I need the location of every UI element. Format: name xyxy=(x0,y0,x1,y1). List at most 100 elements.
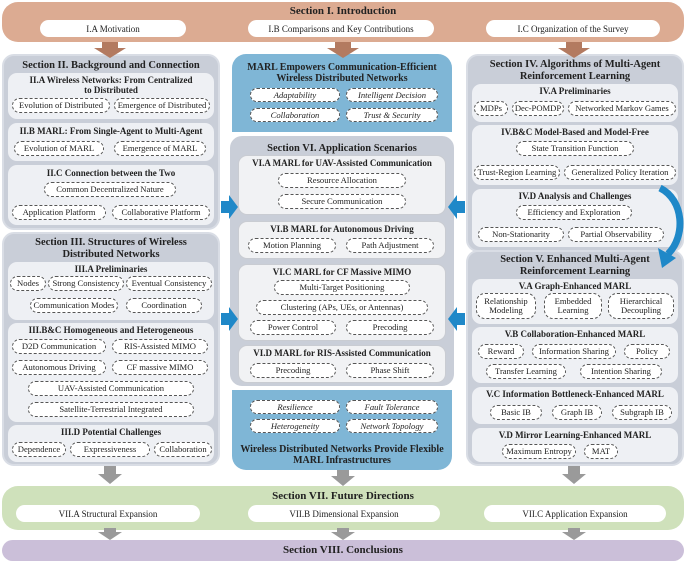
arrow-down-right xyxy=(562,466,586,484)
section3b-title: III.B&C Homogeneous and Heterogeneous xyxy=(28,325,194,335)
item-precoding-6c: Precoding xyxy=(346,320,434,335)
item-precoding-6d: Precoding xyxy=(250,363,336,378)
item-graph-ib: Graph IB xyxy=(552,405,602,420)
intro-item-motivation: I.A Motivation xyxy=(40,20,186,37)
section5a-title: V.A Graph-Enhanced MARL xyxy=(518,281,632,291)
item-trust-region: Trust-Region Learning xyxy=(474,165,560,180)
item-resource-allocation: Resource Allocation xyxy=(278,173,406,188)
item-expressiveness: Expressiveness xyxy=(70,442,150,457)
item-policy: Policy xyxy=(624,344,670,359)
item-communication-modes: Communication Modes xyxy=(30,298,118,313)
item-dependence: Dependence xyxy=(12,442,66,457)
feature-fault-tolerance: Fault Tolerance xyxy=(346,400,438,414)
item-intention-sharing: Intention Sharing xyxy=(580,364,662,379)
feature-heterogeneity: Heterogeneity xyxy=(250,419,340,433)
item-multi-target-positioning: Multi-Target Positioning xyxy=(274,280,410,295)
arrow-down-center xyxy=(331,470,355,486)
section5c-title: V.C Information Bottleneck-Enhanced MARL xyxy=(486,389,664,399)
item-networked-markov-games: Networked Markov Games xyxy=(568,101,676,116)
section5-title-2: Reinforcement Learning xyxy=(519,266,631,277)
item-ris-assisted-mimo: RIS-Assisted MIMO xyxy=(112,339,208,354)
section3d-title: III.D Potential Challenges xyxy=(60,427,162,437)
section2a-title-1: II.A Wireless Networks: From Centralized xyxy=(29,75,193,85)
item-nodes: Nodes xyxy=(10,276,46,291)
item-maximum-entropy: Maximum Entropy xyxy=(502,444,576,459)
intro-item-organization: I.C Organization of the Survey xyxy=(486,20,660,37)
feature-network-topology: Network Topology xyxy=(346,419,438,433)
item-efficiency-exploration: Efficiency and Exploration xyxy=(516,205,632,220)
section5b-title: V.B Collaboration-Enhanced MARL xyxy=(504,329,646,339)
section2-title: Section II. Background and Connection xyxy=(22,60,200,71)
item-path-adjustment: Path Adjustment xyxy=(346,238,434,253)
item-subgraph-ib: Subgraph IB xyxy=(612,405,672,420)
item-collaboration-3d: Collaboration xyxy=(154,442,212,457)
item-collaborative-platform: Collaborative Platform xyxy=(112,205,210,220)
section3-title-2: Distributed Networks xyxy=(62,249,160,260)
item-d2d-communication: D2D Communication xyxy=(12,339,106,354)
feature-trust-security: Trust & Security xyxy=(346,108,438,122)
item-mat: MAT xyxy=(584,444,618,459)
item-transfer-learning: Transfer Learning xyxy=(486,364,566,379)
section3a-title: III.A Preliminaries xyxy=(74,264,148,274)
item-dec-pomdp: Dec-POMDP xyxy=(512,101,564,116)
section6-title: Section VI. Application Scenarios xyxy=(267,143,417,154)
section3-title-1: Section III. Structures of Wireless xyxy=(35,237,187,248)
future-item-dimensional: VII.B Dimensional Expansion xyxy=(248,505,440,522)
item-satellite-terrestrial: Satellite-Terrestrial Integrated xyxy=(28,402,194,417)
item-partial-observability: Partial Observability xyxy=(568,227,664,242)
item-uav-assisted-communication: UAV-Assisted Communication xyxy=(28,381,194,396)
section6c-title: VI.C MARL for CF Massive MIMO xyxy=(272,267,412,277)
section2c-title: II.C Connection between the Two xyxy=(46,168,176,178)
item-embedded-learning: Embedded Learning xyxy=(544,293,602,319)
section2a-title-2: to Distributed xyxy=(84,85,138,95)
item-common-decentralized: Common Decentralized Nature xyxy=(44,182,176,197)
intro-item-contributions: I.B Comparisons and Key Contributions xyxy=(248,20,434,37)
item-relationship-modeling: Relationship Modeling xyxy=(476,293,536,319)
future-item-application: VII.C Application Expansion xyxy=(484,505,666,522)
item-secure-communication: Secure Communication xyxy=(278,194,406,209)
item-evolution-distributed: Evolution of Distributed xyxy=(12,98,110,113)
center-bottom-title-2: MARL Infrastructures xyxy=(293,455,391,466)
item-power-control: Power Control xyxy=(250,320,336,335)
item-coordination: Coordination xyxy=(126,298,202,313)
item-strong-consistency: Strong Consistency xyxy=(48,276,124,291)
center-top-title-1: MARL Empowers Communication-Efficient xyxy=(247,62,437,73)
feature-resilience: Resilience xyxy=(250,400,340,414)
center-top-title-2: Wireless Distributed Networks xyxy=(276,73,408,84)
item-eventual-consistency: Eventual Consistency xyxy=(126,276,212,291)
section4b-title: IV.B&C Model-Based and Model-Free xyxy=(501,127,649,137)
future-title: Section VII. Future Directions xyxy=(272,490,414,502)
conclusion-band: Section VIII. Conclusions xyxy=(2,540,684,561)
item-clustering: Clustering (APs, UEs, or Antennas) xyxy=(256,300,428,315)
center-bottom-title-1: Wireless Distributed Networks Provide Fl… xyxy=(240,444,444,455)
item-non-stationarity: Non-Stationarity xyxy=(478,227,564,242)
section2b-title: II.B MARL: From Single-Agent to Multi-Ag… xyxy=(19,126,203,136)
section4-title-2: Reinforcement Learning xyxy=(519,71,631,82)
item-mdps: MDPs xyxy=(474,101,508,116)
future-band: Section VII. Future Directions VII.A Str… xyxy=(2,486,684,530)
intro-title: Section I. Introduction xyxy=(289,5,397,17)
section4a-title: IV.A Preliminaries xyxy=(539,86,611,96)
item-generalized-policy-iteration: Generalized Policy Iteration xyxy=(564,165,676,180)
feature-intelligent-decision: Intelligent Decision xyxy=(346,88,438,102)
item-state-transition: State Transition Function xyxy=(516,141,634,156)
item-phase-shift: Phase Shift xyxy=(346,363,434,378)
item-reward: Reward xyxy=(478,344,524,359)
section6a-title: VI.A MARL for UAV-Assisted Communication xyxy=(252,158,432,168)
section4d-title: IV.D Analysis and Challenges xyxy=(518,191,632,201)
item-emergence-marl: Emergence of MARL xyxy=(114,141,206,156)
item-hierarchical-decoupling: Hierarchical Decoupling xyxy=(608,293,674,319)
feature-collaboration: Collaboration xyxy=(250,108,340,122)
section6b-title: VI.B MARL for Autonomous Driving xyxy=(270,224,414,234)
section5d-title: V.D Mirror Learning-Enhanced MARL xyxy=(498,430,652,440)
item-autonomous-driving: Autonomous Driving xyxy=(12,360,106,375)
item-motion-planning: Motion Planning xyxy=(248,238,336,253)
future-item-structural: VII.A Structural Expansion xyxy=(16,505,200,522)
section6d-title: VI.D MARL for RIS-Assisted Communication xyxy=(253,348,431,358)
item-application-platform: Application Platform xyxy=(12,205,106,220)
intro-band: Section I. Introduction I.A Motivation I… xyxy=(2,2,684,42)
section5-title-1: Section V. Enhanced Multi-Agent xyxy=(500,254,650,265)
conclusion-title: Section VIII. Conclusions xyxy=(283,544,403,556)
arrow-down-left xyxy=(98,466,122,484)
item-basic-ib: Basic IB xyxy=(490,405,542,420)
